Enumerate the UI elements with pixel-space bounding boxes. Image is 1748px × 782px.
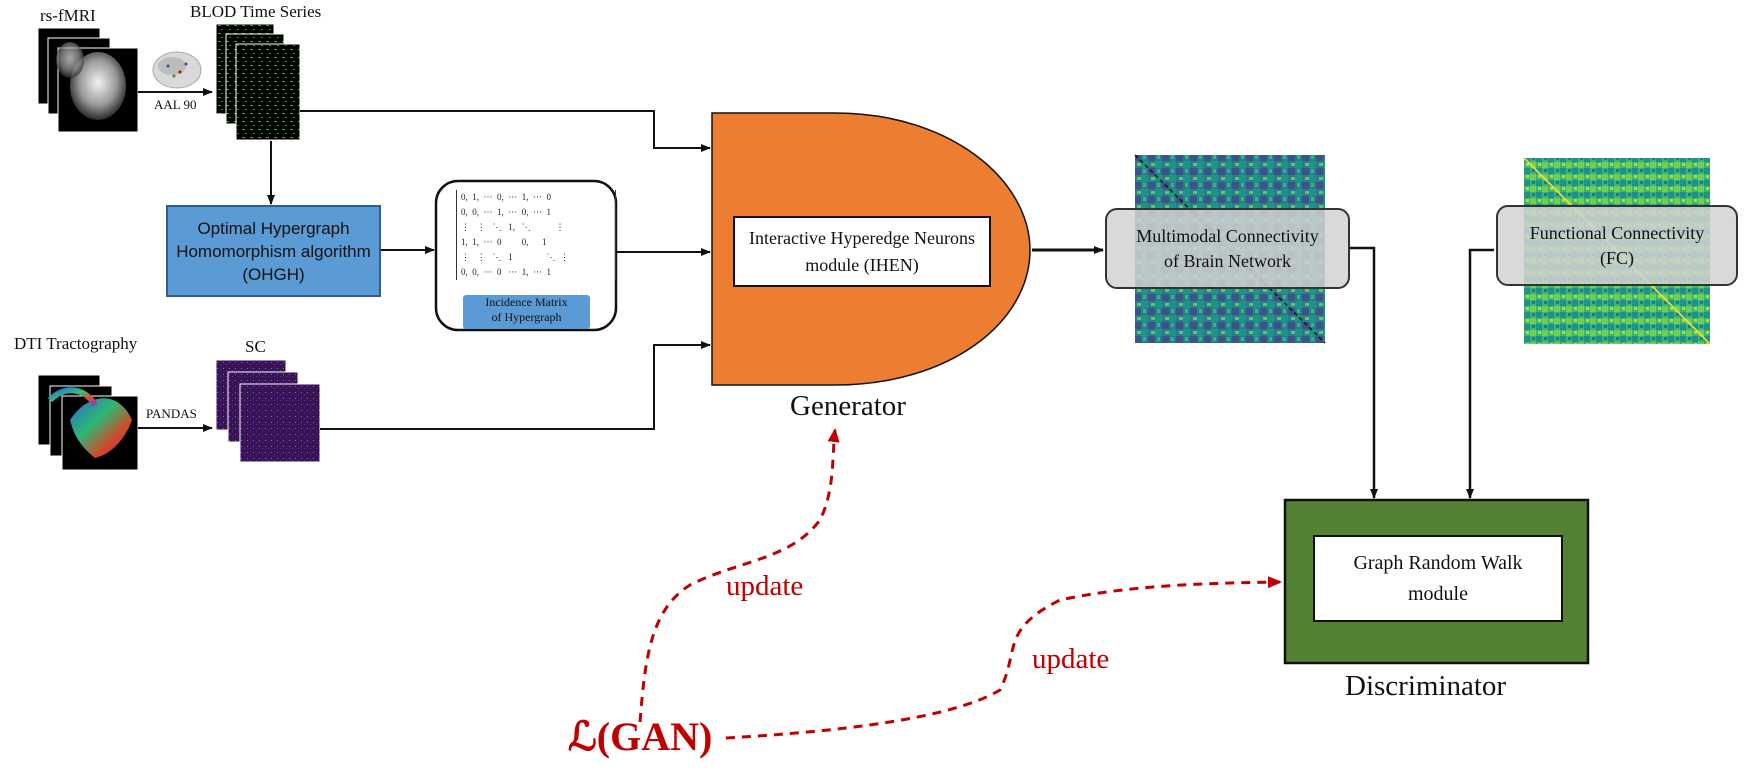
arrow-fc-to-discriminator [1466,248,1494,499]
matrix-row: 1, 1, ··· 0 0, 1 [461,237,547,247]
functional-connectivity-box: Functional Connectivity (FC) [1496,205,1738,286]
multimodal-line2: of Brain Network [1164,250,1291,271]
arrow-bold-to-generator [300,110,711,152]
matrix-row: 0, 1, ··· 0, ··· 1, ··· 0 [461,192,551,202]
sc-matrix-stack [215,359,321,463]
ihen-line1: Interactive Hyperedge Neurons [749,227,975,248]
multimodal-connectivity-box: Multimodal Connectivity of Brain Network [1105,208,1350,289]
atlas-label: AAL 90 [154,97,197,112]
update-arrows [638,428,1282,740]
generator-label: Generator [790,390,906,422]
matrix-row: 0, 0, ··· 0 ··· 1, ··· 1 [461,267,551,277]
connectors [138,88,1494,499]
fc-line1: Functional Connectivity [1529,222,1705,243]
grw-line2: module [1408,582,1468,605]
ohgh-line3: (OHGH) [242,264,305,284]
fmri-label: rs-fMRI [40,6,96,25]
update-arrow-generator [638,428,840,723]
ohgh-line2: Homomorphism algorithm [176,241,371,261]
ohgh-box: Optimal Hypergraph Homomorphism algorith… [166,205,381,297]
grw-line1: Graph Random Walk [1353,551,1523,574]
multimodal-line1: Multimodal Connectivity [1136,225,1319,246]
dti-label: DTI Tractography [14,334,138,353]
incidence-matrix-box [434,179,618,332]
matrix-caption-line2: of Hypergraph [491,310,562,324]
update-generator-label: update [726,570,804,602]
fmri-image-stack [37,27,139,133]
gan-loss-label: ℒ(GAN) [568,714,713,759]
sc-label: SC [245,337,266,356]
dti-image-stack [37,374,139,471]
matrix-caption: Incidence Matrix of Hypergraph [463,295,590,329]
arrow-sc-to-generator [320,341,711,430]
brain-atlas-icon [152,51,202,89]
matrix-caption-line1: Incidence Matrix [485,295,568,309]
bold-label: BLOD Time Series [190,2,322,21]
discriminator-label: Discriminator [1345,670,1507,702]
ihen-line2: module (IHEN) [805,254,919,275]
update-discriminator-label: update [1032,643,1110,675]
incidence-matrix: 0, 1, ··· 0, ··· 1, ··· 0 0, 0, ··· 1, ·… [456,190,616,280]
graph-random-walk-module: Graph Random Walk module [1313,535,1563,622]
bold-time-series-stack [215,23,301,141]
ohgh-line1: Optimal Hypergraph [197,218,350,238]
pandas-label: PANDAS [146,406,197,421]
ihen-module: Interactive Hyperedge Neurons module (IH… [733,216,991,287]
arrow-multimodal-to-discriminator [1350,246,1378,499]
matrix-row: ⋮ ⋮ ⋱ 1 ⋱ ⋮ [461,252,569,262]
fc-line2: (FC) [1599,247,1634,268]
matrix-row: ⋮ ⋮ ⋱ 1, ⋱ ⋮ [461,222,565,232]
matrix-row: 0, 0, ··· 1, ··· 0, ··· 1 [461,207,551,217]
update-arrow-discriminator [725,576,1282,740]
